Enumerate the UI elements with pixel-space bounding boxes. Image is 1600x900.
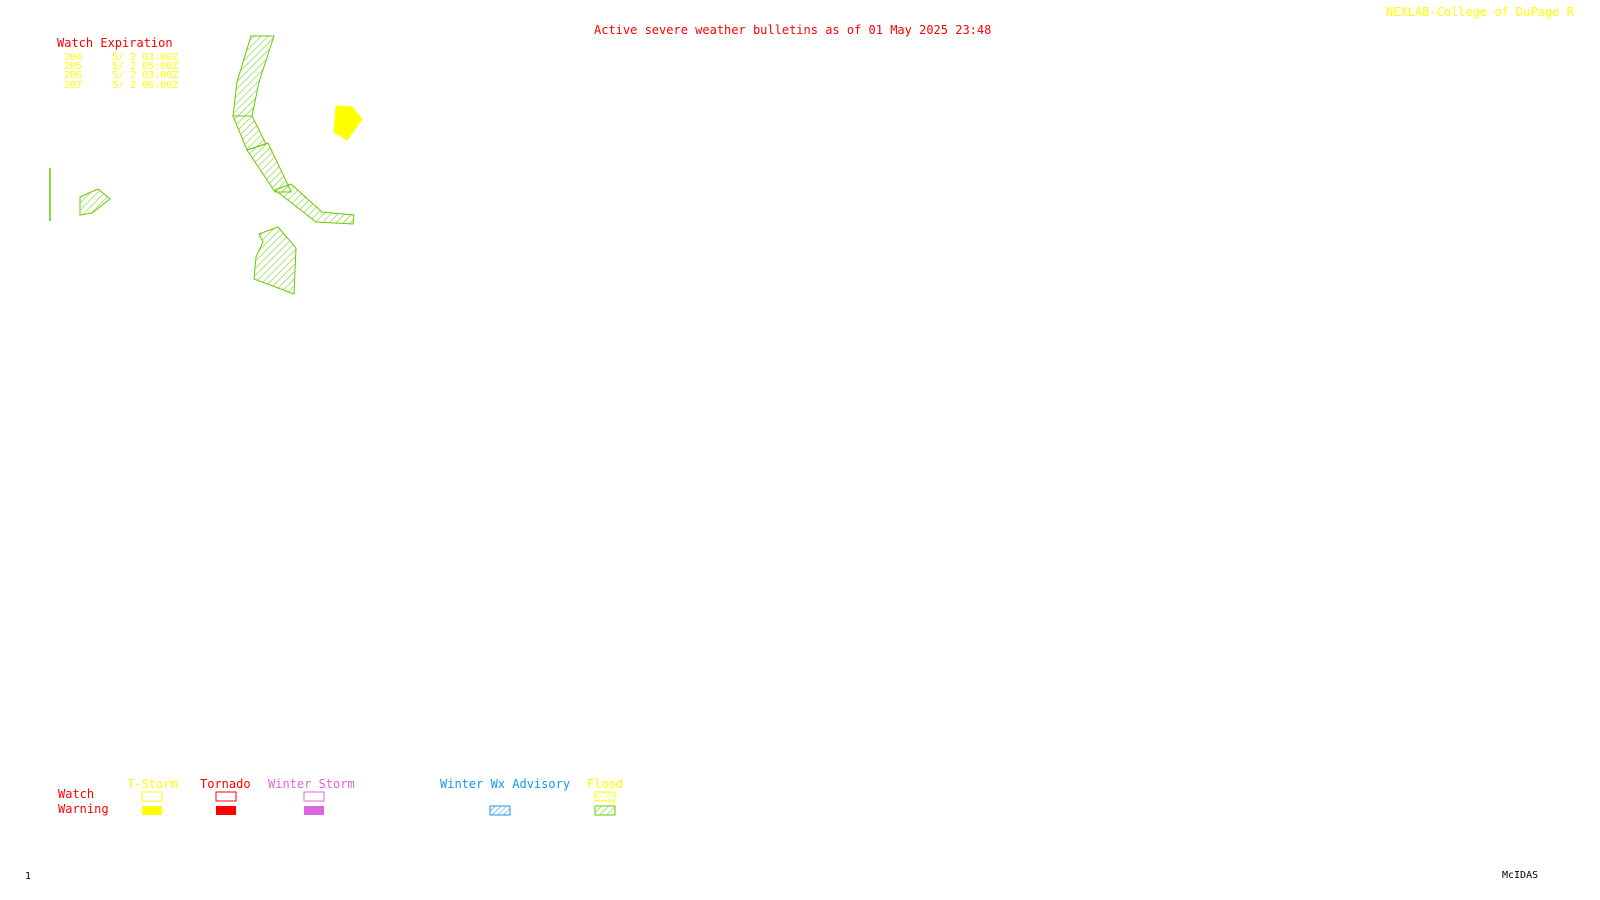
legend-winter-storm-watch-swatch <box>303 791 325 802</box>
legend-winter-storm-label: Winter Storm <box>268 777 355 791</box>
watch-expiry: 5/ 2 03:00Z <box>112 70 179 81</box>
legend-tstorm-label: T-Storm <box>127 777 178 791</box>
legend-tornado-warning-swatch <box>216 806 236 815</box>
watch-expiry: 5/ 2 06:00Z <box>112 80 179 91</box>
watch-expiry: 5/ 2 05:00Z <box>112 61 179 72</box>
legend-winter-wx-advisory-label: Winter Wx Advisory <box>440 777 571 791</box>
legend-watch-row-label: Watch <box>58 787 95 801</box>
flood-area-south <box>253 226 297 295</box>
watch-id: 205 <box>64 61 83 72</box>
brand-credit: NEXLAB-College of DuPage R <box>1386 5 1574 19</box>
flood-area-north-strip <box>232 35 275 117</box>
flood-area-curve <box>246 142 292 193</box>
watch-expiration-title: Watch Expiration <box>57 36 173 50</box>
legend-tstorm-watch-swatch <box>141 791 163 802</box>
legend-warning-row-label: Warning <box>58 802 109 816</box>
software-label: McIDAS <box>1502 870 1539 881</box>
watch-id: 207 <box>64 80 83 91</box>
legend-tstorm-warning-swatch <box>142 806 162 815</box>
flood-area-east-tail <box>273 183 355 225</box>
legend-flood-watch-swatch <box>594 791 616 802</box>
legend-flood-label: Flood <box>587 777 624 791</box>
legend-winter-storm-warning-swatch <box>304 806 324 815</box>
tstorm-warning-area <box>333 105 363 141</box>
legend-tornado-watch-swatch <box>215 791 237 802</box>
page-title: Active severe weather bulletins as of 01… <box>594 23 992 37</box>
frame-number: 1 <box>25 871 32 882</box>
legend-tornado-label: Tornado <box>200 777 251 791</box>
watch-expiry: 5/ 2 03:00Z <box>112 52 179 63</box>
legend-winter-wx-advisory-swatch <box>489 805 511 816</box>
watch-id: 204 <box>64 52 83 63</box>
flood-area-west <box>79 188 111 216</box>
legend-flood-warning-swatch <box>594 805 616 816</box>
watch-id: 206 <box>64 70 83 81</box>
